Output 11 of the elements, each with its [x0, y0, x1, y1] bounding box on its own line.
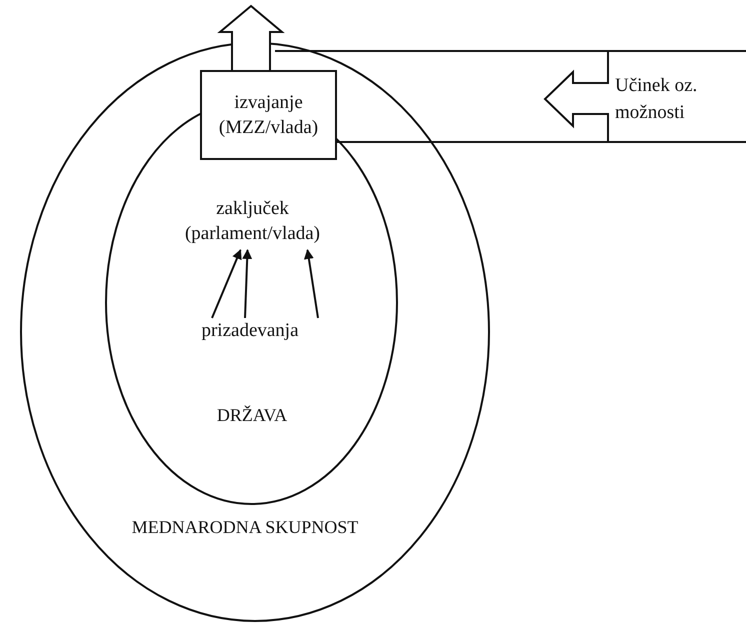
arrow	[304, 249, 319, 318]
stage-label: zaključek (parlament/vlada)	[184, 197, 322, 246]
effect-label: Učinek oz. možnosti	[615, 74, 698, 125]
box-label: izvajanje (MZZ/vlada)	[218, 91, 320, 140]
block-arrow	[217, 4, 285, 71]
process-box	[200, 70, 337, 160]
region-label: MEDNARODNA SKUPNOST	[132, 516, 358, 539]
arrow	[211, 249, 242, 318]
stage-label: prizadevanja	[200, 319, 300, 343]
region-label: DRŽAVA	[216, 404, 288, 427]
arrow	[242, 249, 252, 318]
